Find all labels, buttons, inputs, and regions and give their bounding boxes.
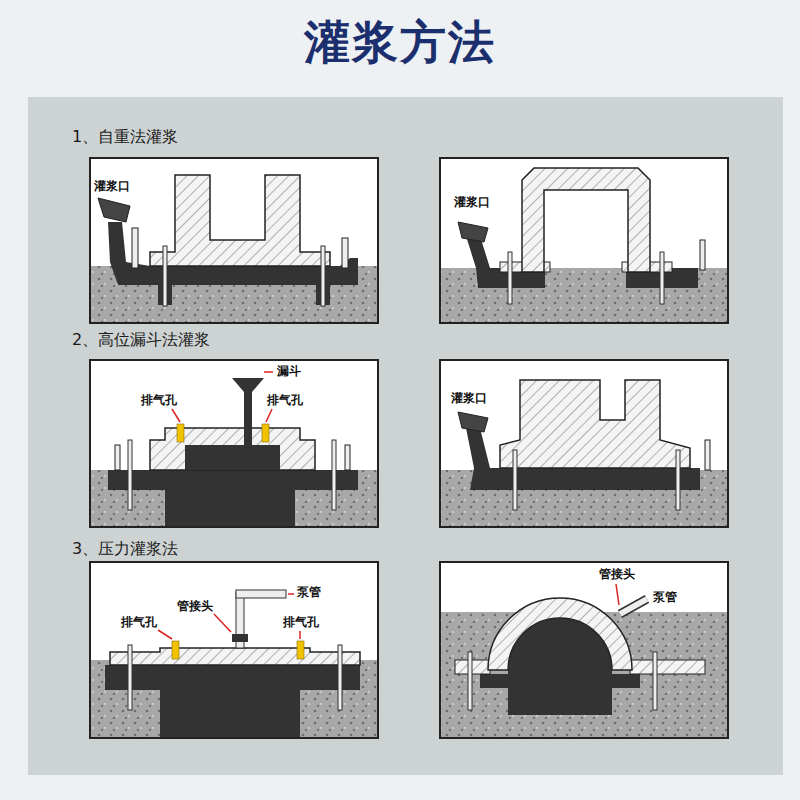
anchor-bolt [128,440,132,510]
pressure-grouting-2 [440,562,728,738]
callout-label: 排气孔 [282,616,320,630]
machine-base [110,648,360,665]
section-heading: 3、压力灌浆法 [72,540,178,558]
funnel [232,378,264,392]
vent-hole [172,641,179,659]
figure-frame [440,158,728,323]
anchor-bolt [676,450,680,510]
callout-label: 排气孔 [120,616,158,630]
leader-line [264,371,273,373]
figure-frame [90,158,378,323]
callout-label: 漏斗 [276,365,302,379]
figure-frame [90,562,378,738]
leader-line [266,409,272,422]
leader-line [214,614,231,632]
grout-bucket [98,198,130,222]
machine-base [150,428,315,470]
funnel-grouting-1 [90,360,378,527]
figure-frame [90,360,378,527]
anchor-bolt [513,450,517,510]
gravity-grouting-1 [90,158,378,323]
anchor-bolt [163,246,167,306]
section-heading: 2、高位漏斗法灌浆 [72,331,210,349]
grout [165,490,295,526]
grey-panel [28,97,783,775]
formwork [132,228,138,268]
formwork [700,240,705,270]
anchor-bolt [468,652,472,710]
leader-line [299,631,301,639]
callout-label: 灌浆口 [450,392,488,406]
pump-pipe [236,590,286,598]
anchor-bolt [508,252,512,304]
grout [108,470,358,490]
foundation [91,660,377,737]
funnel-grouting-2 [440,360,728,527]
callout-label: 排气孔 [140,394,178,408]
vent-hole [297,641,304,659]
pipe-joint [232,634,248,642]
leader-line [172,409,180,422]
foundation [441,612,727,737]
callout-label: 泵管 [296,586,322,600]
anchor-bolt [332,440,336,510]
pump-pipe [620,599,647,614]
grout [185,445,280,470]
funnel-pipe [244,390,252,445]
callout-label: 灌浆口 [453,196,491,210]
formwork [342,238,348,268]
vent-hole [177,424,184,442]
anchor-bolt [321,246,325,306]
leader-line [158,630,172,639]
section-heading: 1、自重法灌浆 [72,128,178,146]
anchor-bolt [338,645,342,710]
formwork [115,445,120,470]
grout [105,665,360,737]
anchor-bolt [660,252,664,304]
machine-base [500,380,690,468]
machine-flange [630,660,705,674]
figure-frame [440,360,728,527]
machine-base [150,175,330,266]
callout-label: 泵管 [652,591,678,605]
callout-label: 管接头 [598,568,636,582]
vent-hole [262,424,269,442]
leader-line [288,593,294,595]
anchor-bolt [128,645,132,710]
pressure-grouting-1 [90,562,378,738]
formwork [705,440,710,470]
leader-line [616,584,619,605]
grout-bucket [458,222,488,242]
grout [480,674,640,688]
figure-frame [440,562,728,738]
callout-label: 排气孔 [266,394,304,408]
anchor-bolt [653,652,657,710]
formwork [345,445,350,470]
gravity-grouting-2 [440,158,728,323]
grout-bucket [458,412,488,432]
callout-label: 管接头 [176,600,214,614]
machine-arch [488,598,632,670]
pump-pipe [620,599,647,614]
page-title: 灌浆方法 [0,16,800,69]
callout-label: 灌浆口 [93,180,131,194]
machine-frame [522,168,650,272]
